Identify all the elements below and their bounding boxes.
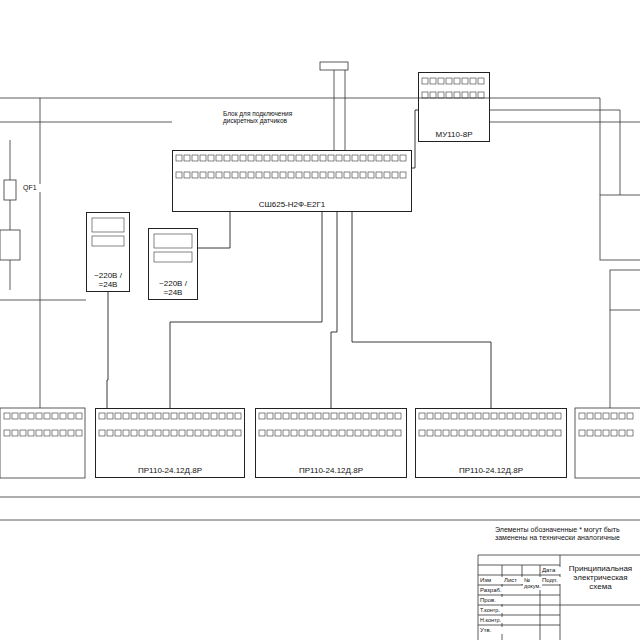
table-cell: Дата (541, 567, 561, 574)
power-supply: ~220В / =24В (148, 228, 198, 300)
io-module: ПР110-24.12Д.8Р (255, 408, 407, 478)
table-cell: Т.контр. (479, 607, 504, 613)
drawing-title: Принципиальная электрическая схема (563, 564, 638, 592)
module-name: ПР110-24.12Д.8Р (137, 466, 203, 475)
part-label: QF1 (22, 184, 44, 192)
relay-module: МУ110-8Р (418, 72, 490, 142)
note-text: Элементы обозначенные * могут быть замен… (494, 526, 640, 542)
table-cell: Н.контр. (479, 617, 504, 623)
wire (331, 212, 337, 408)
io-module: ПР110-24.12Д.8Р (415, 408, 567, 478)
table-cell: Пров. (479, 597, 504, 604)
wire (352, 212, 491, 408)
part-label: Блок для подключения дискретных датчиков (222, 110, 316, 125)
table-cell: Утв. (479, 627, 504, 634)
table-cell: Изм (479, 577, 503, 584)
wire (170, 212, 322, 408)
wire (107, 292, 108, 408)
wire (198, 212, 230, 248)
table-cell: Разраб. (479, 587, 504, 594)
terminal-rows (4, 78, 633, 436)
table-cell: Лист (503, 577, 523, 584)
table-cell: № докум. (523, 577, 542, 590)
controller-module: СШ625-Н2Ф-Е2Г1 (172, 150, 412, 212)
power-supply: ~220В / =24В (86, 212, 130, 292)
module-name: СШ625-Н2Ф-Е2Г1 (258, 200, 327, 209)
module-name: ПР110-24.12Д.8Р (458, 466, 524, 475)
module-name: ~220В / =24В (90, 271, 126, 289)
io-module: ПР110-24.12Д.8Р (95, 408, 245, 478)
module-name: ПР110-24.12Д.8Р (298, 466, 364, 475)
table-cell: Подп. (541, 577, 561, 584)
module-name: ~220В / =24В (152, 279, 194, 297)
module-name: МУ110-8Р (435, 130, 474, 139)
